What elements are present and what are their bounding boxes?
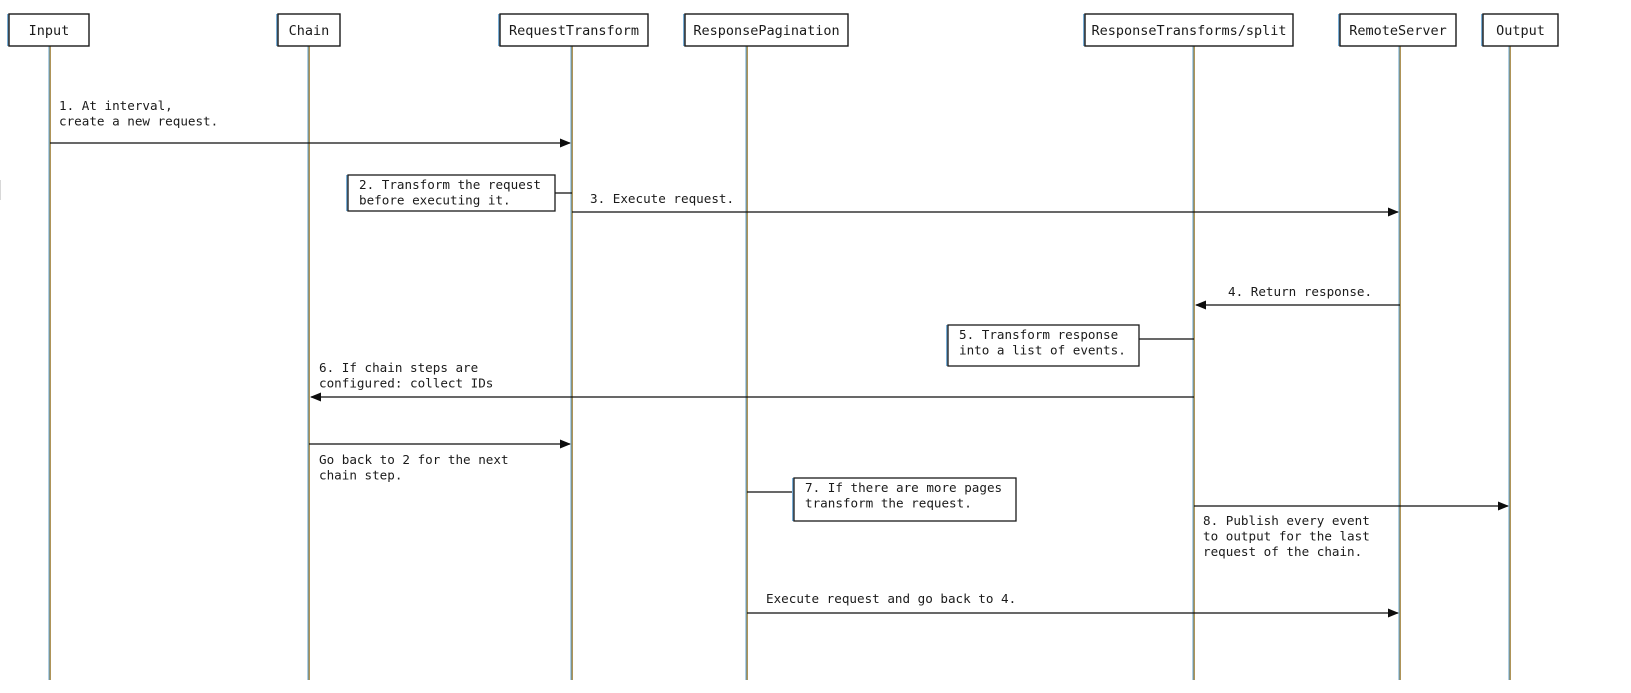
message-label-8: to output for the last <box>1203 529 1370 544</box>
participant-label-resptrans: ResponseTransforms/split <box>1091 23 1286 39</box>
messages-layer: 1. At interval,create a new request. 3. E… <box>50 98 1509 618</box>
message-3: 3. Execute request. <box>572 191 1399 217</box>
message-4: 4. Return response. <box>1195 284 1400 310</box>
participant-label-input: Input <box>29 23 70 39</box>
note-text-2: before executing it. <box>359 193 511 208</box>
participant-input[interactable]: Input <box>7 13 90 47</box>
note-text-2: 2. Transform the request <box>359 177 541 192</box>
participant-box-input[interactable] <box>8 13 90 47</box>
participant-box-output[interactable] <box>1482 13 1559 47</box>
message-execute-go-back-4: Execute request and go back to 4. <box>747 591 1399 618</box>
note-text-7: transform the request. <box>805 496 972 511</box>
participant-label-remote: RemoteServer <box>1349 23 1447 39</box>
lifelines-layer <box>48 46 1511 680</box>
participant-box-resppag[interactable] <box>684 13 849 47</box>
participant-resppag[interactable]: ResponsePagination <box>683 13 849 47</box>
message-label-3: 3. Execute request. <box>590 191 734 206</box>
message-1: 1. At interval,create a new request. <box>50 98 571 148</box>
note-box-7 <box>793 477 1017 522</box>
participant-reqtrans[interactable]: RequestTransform <box>498 13 649 47</box>
participant-box-chain[interactable] <box>277 13 341 47</box>
participant-box-reqtrans[interactable] <box>499 13 649 47</box>
message-label-6: 6. If chain steps are <box>319 360 478 375</box>
message-label-1: create a new request. <box>59 114 218 129</box>
note-text-7: 7. If there are more pages <box>805 480 1002 495</box>
note-box-5 <box>947 324 1140 367</box>
participant-box-remote[interactable] <box>1339 13 1457 47</box>
participant-remote[interactable]: RemoteServer <box>1338 13 1457 47</box>
participant-label-chain: Chain <box>289 23 330 39</box>
message-label-go-back-2: chain step. <box>319 468 402 483</box>
participant-label-output: Output <box>1496 23 1545 39</box>
participants-layer: Input Chain RequestTransform ResponsePagina… <box>7 13 1559 47</box>
participant-label-reqtrans: RequestTransform <box>509 23 639 39</box>
message-label-6: configured: collect IDs <box>319 376 493 391</box>
participant-resptrans[interactable]: ResponseTransforms/split <box>1083 13 1294 47</box>
message-label-1: 1. At interval, <box>59 98 173 113</box>
participant-output[interactable]: Output <box>1481 13 1559 47</box>
participant-box-resptrans[interactable] <box>1084 13 1294 47</box>
message-label-execute-go-back-4: Execute request and go back to 4. <box>766 591 1016 606</box>
note-text-5: 5. Transform response <box>959 327 1118 342</box>
note-text-5: into a list of events. <box>959 343 1126 358</box>
message-label-8: 8. Publish every event <box>1203 513 1370 528</box>
message-label-4: 4. Return response. <box>1228 284 1372 299</box>
message-label-8: request of the chain. <box>1203 544 1362 559</box>
participant-chain[interactable]: Chain <box>276 13 341 47</box>
note-box-2 <box>347 174 556 212</box>
message-label-go-back-2: Go back to 2 for the next <box>319 452 509 467</box>
participant-label-resppag: ResponsePagination <box>693 23 839 39</box>
